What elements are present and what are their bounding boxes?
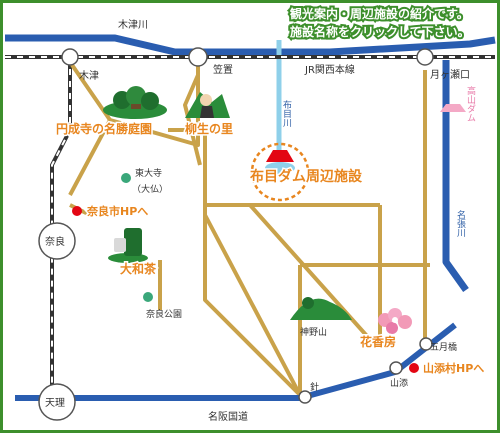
kakyo-link[interactable]: 花香房 (359, 333, 398, 351)
nara-park-dot (143, 292, 153, 302)
nara-rail-line (50, 57, 72, 400)
tsukigase-label: 月ヶ瀬口 (430, 69, 470, 81)
enjoji-garden-link[interactable]: 円成寺の名勝庭園 (55, 120, 154, 138)
nara-park-label: 奈良公園 (146, 308, 182, 320)
kasagi-junction (188, 47, 208, 67)
yamazoe-label: 山添 (390, 378, 408, 389)
yagyu-village-icon (185, 92, 230, 118)
yamazoe-hp-dot (409, 363, 419, 373)
nara-junction (38, 222, 76, 260)
header-line2: 施設名称をクリックして下さい。 (290, 24, 470, 39)
kamino-yama-icon (290, 297, 352, 320)
yamato-tea-link[interactable]: 大和茶 (119, 260, 159, 278)
yamazoe-hp-link[interactable]: 山添村HPへ (422, 360, 486, 377)
tenri-label: 天理 (45, 397, 65, 409)
enjoji-garden-icon (103, 86, 167, 119)
takayama-dam-icon (440, 104, 466, 112)
todaiji-label: 東大寺 (135, 167, 162, 179)
gogatsubashi-label: 五月橋 (430, 341, 457, 353)
gogatsubashi-junction (419, 337, 433, 351)
nara-city-hp-dot (72, 206, 82, 216)
kasagi-label: 笠置 (213, 63, 233, 76)
kizugawa-label: 木津川 (118, 19, 148, 31)
kizu-label: 木津 (79, 70, 99, 82)
todaiji-dot (121, 173, 131, 183)
kizugawa-river (5, 34, 496, 56)
hari-junction (298, 390, 312, 404)
header-line1: 観光案内・周辺施設の紹介です。 (290, 6, 469, 21)
nara-city-hp-link[interactable]: 奈良市HPへ (85, 203, 150, 220)
jr-kansai-label: JR関西本線 (304, 63, 355, 76)
hari-label: 針 (310, 381, 319, 393)
yamazoe-junction (389, 361, 403, 375)
kizu-junction (61, 48, 79, 66)
tsukigase-junction (416, 48, 434, 66)
meihan-road-label: 名阪国道 (208, 410, 248, 423)
tenri-junction (38, 383, 76, 421)
takayama-dam-label: 高山ダム (465, 85, 476, 122)
daibutsu-label: （大仏） (132, 183, 168, 195)
kamino-yama-label: 神野山 (300, 326, 327, 338)
nunome-dam-water (265, 162, 295, 174)
nara-label: 奈良 (45, 235, 65, 248)
nabarigawa-label: 名張川 (455, 209, 466, 237)
kakyo-flower-icon (378, 308, 412, 334)
yamato-tea-icon (108, 228, 148, 263)
nunome-dam-highlight (250, 142, 310, 202)
yagyu-village-link[interactable]: 柳生の里 (184, 120, 235, 138)
nunome-dam-icon (266, 150, 294, 162)
nunomegawa-label: 布目川 (281, 99, 292, 127)
nabarigawa-river (442, 60, 469, 293)
nunome-dam-link[interactable]: 布目ダム周辺施設 (249, 167, 365, 187)
